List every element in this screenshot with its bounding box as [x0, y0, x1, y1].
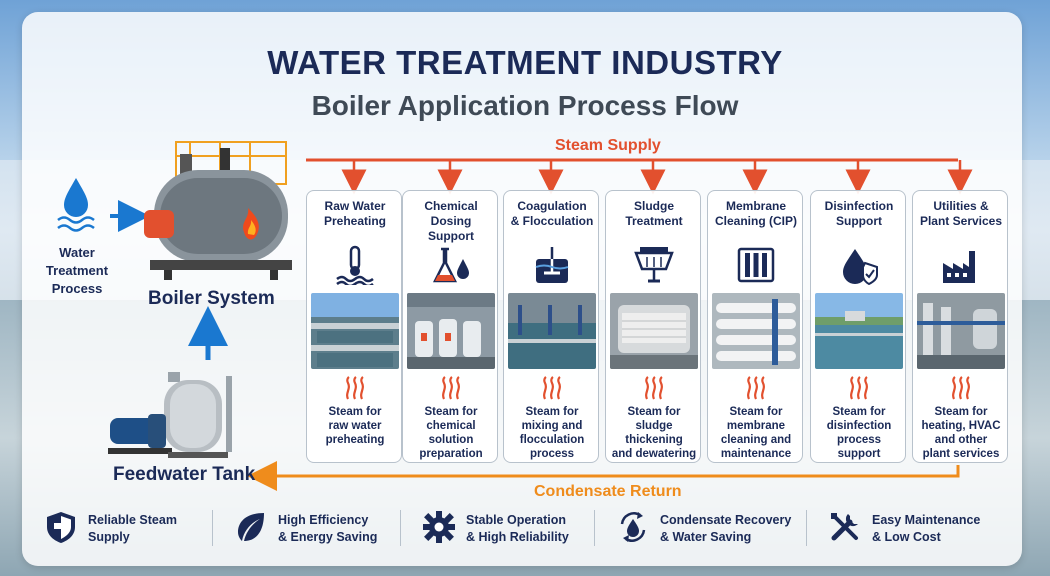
benefit-text: High Efficiency& Energy Saving [278, 513, 378, 544]
card-title: Utilities &Plant Services [919, 199, 1003, 228]
thermometer-water-icon [335, 245, 375, 288]
steam-heat-icon [439, 375, 463, 401]
benefit-text: Stable Operation& High Reliability [466, 513, 569, 544]
condensate-return-label: Condensate Return [534, 483, 682, 500]
sludge-filter-icon [634, 245, 674, 285]
chemical-dosing-tanks-photo [407, 293, 495, 369]
disinfection-pond-photo [815, 293, 903, 369]
shield-drop-icon [839, 245, 879, 286]
benefit-condensate-recovery-water-saving: Condensate Recovery& Water Saving [616, 506, 796, 550]
shield-check-icon [44, 510, 78, 544]
membrane-rack-photo [712, 293, 800, 369]
steam-heat-icon [642, 375, 666, 401]
steam-heat-icon [949, 375, 973, 401]
benefit-stable-operation-high-reliability: Stable Operation& High Reliability [422, 506, 602, 550]
flocculation-basin-photo [508, 293, 596, 369]
boiler-illustration [144, 141, 292, 280]
feedwater-tank-illustration [108, 372, 232, 458]
chemical-flask-icon [431, 245, 471, 285]
benefit-divider [806, 510, 807, 546]
condensate-return-line [247, 461, 960, 491]
steam-heat-icon [847, 375, 871, 401]
membrane-module-icon [736, 245, 776, 285]
benefit-text: Easy Maintenance& Low Cost [872, 513, 981, 544]
benefit-divider [212, 510, 213, 546]
gear-icon [422, 510, 456, 544]
steam-heat-icon [540, 375, 564, 401]
leaf-icon [234, 510, 268, 544]
steam-heat-icon [744, 375, 768, 401]
page-subtitle: Boiler Application Process Flow [311, 90, 739, 121]
recycle-drop-icon [616, 510, 650, 544]
steam-supply-label: Steam Supply [555, 137, 661, 154]
belt-press-photo [610, 293, 698, 369]
raw-water-basin-photo [311, 293, 399, 369]
benefit-easy-maintenance-low-cost: Easy Maintenance& Low Cost [828, 506, 1008, 550]
tools-icon [828, 510, 862, 544]
steam-heat-icon [343, 375, 367, 401]
benefit-text: Condensate Recovery& Water Saving [660, 513, 792, 544]
card-title: Coagulation& Flocculation [510, 199, 594, 228]
benefit-divider [400, 510, 401, 546]
benefit-high-efficiency-energy-saving: High Efficiency& Energy Saving [234, 506, 414, 550]
water-treatment-process-label: Water Treatment Process [45, 245, 109, 296]
benefit-divider [594, 510, 595, 546]
boiler-system-label: Boiler System [148, 288, 275, 309]
factory-icon [941, 245, 981, 285]
water-drop-icon [57, 178, 95, 232]
plant-piping-photo [917, 293, 1005, 369]
feedwater-tank-label: Feedwater Tank [113, 464, 256, 485]
page-title: WATER TREATMENT INDUSTRY [267, 44, 783, 81]
mixing-tank-icon [532, 245, 572, 285]
